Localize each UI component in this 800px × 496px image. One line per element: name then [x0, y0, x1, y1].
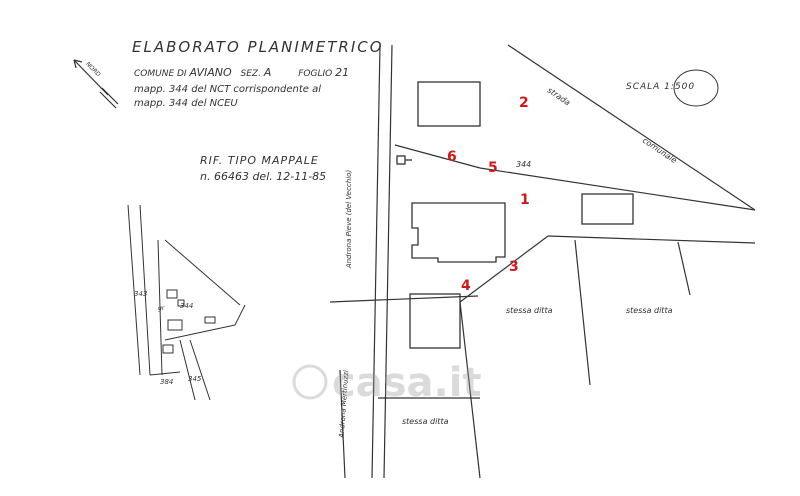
inset-label-343: 343 — [134, 290, 148, 298]
watermark-logo — [292, 364, 328, 400]
boundary-lines — [329, 235, 756, 479]
building-bottom — [409, 293, 461, 349]
small-square — [396, 155, 406, 165]
mapp-line-1: mapp. 344 del NCT corrispondente al — [134, 84, 322, 95]
comune-value: AVIANO — [189, 66, 232, 79]
parcel-number: 344 — [516, 160, 532, 169]
road-label-left: Androna Pieve (del Vecchio) — [345, 169, 354, 269]
marker-3: 3 — [509, 259, 519, 275]
scale-ellipse — [673, 69, 719, 107]
building-top — [417, 81, 481, 127]
marker-5: 5 — [488, 160, 498, 176]
buildings — [396, 81, 634, 349]
building-right — [581, 193, 634, 225]
watermark-text: casa.it — [332, 360, 482, 406]
foglio-label: FOGLIO — [298, 69, 333, 79]
marker-4: 4 — [461, 278, 471, 294]
building-main — [411, 202, 506, 263]
comune-label: COMUNE DI — [134, 69, 187, 79]
inset-label-gr: gr — [158, 305, 165, 312]
foglio-value: 21 — [335, 66, 350, 79]
sez-value: A — [263, 66, 272, 79]
north-arrow-icon — [73, 59, 119, 109]
stessa-ditta-1: stessa ditta — [506, 306, 553, 315]
scale-label: SCALA 1:500 — [626, 82, 696, 92]
inset-label-384: 384 — [160, 378, 174, 386]
left-road-lines — [339, 44, 393, 479]
sez-label: SEZ. — [240, 69, 261, 79]
inset-label-345: 345 — [188, 375, 202, 383]
inset-map — [127, 204, 246, 401]
marker-6: 6 — [447, 149, 457, 165]
rif-label: RIF. TIPO MAPPALE — [200, 154, 319, 167]
stessa-ditta-2: stessa ditta — [626, 306, 673, 315]
mapp-line-2: mapp. 344 del NCEU — [134, 98, 238, 109]
marker-1: 1 — [520, 192, 530, 208]
comune-line: COMUNE DI AVIANO SEZ. A FOGLIO 21 — [134, 66, 349, 79]
plan-title: ELABORATO PLANIMETRICO — [132, 38, 384, 56]
strada-comunale-lines — [394, 44, 756, 211]
marker-2: 2 — [519, 95, 529, 111]
inset-label-344: 344 — [180, 302, 194, 310]
stessa-ditta-3: stessa ditta — [402, 417, 449, 426]
rif-detail: n. 66463 del. 12-11-85 — [200, 170, 327, 183]
